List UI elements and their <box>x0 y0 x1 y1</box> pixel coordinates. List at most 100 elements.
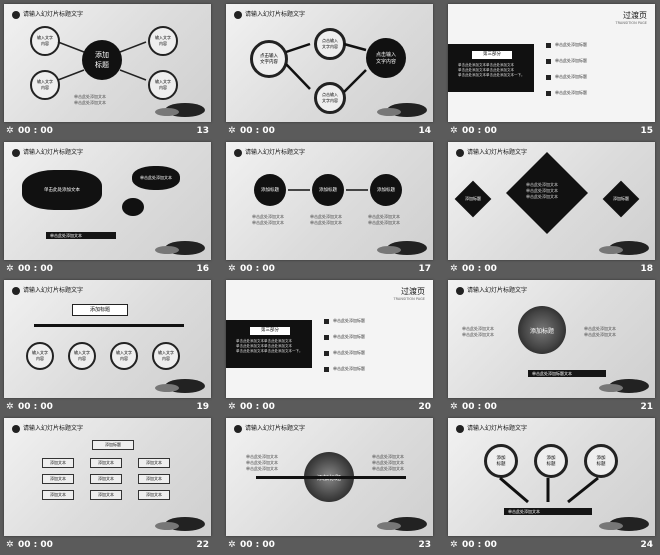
slide-thumb-23[interactable]: 请输入幻灯片标题文字 添加标题 单击此处添加文本 单击此处添加文本 单击此处添加… <box>226 418 433 555</box>
list-item: 单击此处添加标题 <box>324 350 365 356</box>
slide-number: 13 <box>196 126 209 136</box>
thumb-bar: ✲ 00 : 00 14 <box>226 122 433 141</box>
star-icon: ✲ <box>6 126 14 136</box>
slide-thumb-16[interactable]: 请输入幻灯片标题文字 单击此处添加文本 单击此处添加文本 单击此处添加文本 ✲0… <box>4 142 211 279</box>
slide-title: 请输入幻灯片标题文字 <box>234 423 305 433</box>
slide-canvas: 请输入幻灯片标题文字 添加 标题 添加 标题 添加 标题 单击此处添加文本 <box>448 418 655 536</box>
brush-line <box>256 476 406 479</box>
slide-thumb-18[interactable]: 请输入幻灯片标题文字 添加标题 添加标题 单击此处添加文本 单击此处添加文本 单… <box>448 142 655 279</box>
list-item: 单击此处添加标题 <box>324 334 365 340</box>
slide-thumb-21[interactable]: 请输入幻灯片标题文字 添加标题 单击此处添加文本 单击此处添加文本 单击此处添加… <box>448 280 655 417</box>
ink-bubble: 添加标题 <box>370 174 402 206</box>
diamond-label: 添加标题 <box>613 196 629 201</box>
time-label: 00 : 00 <box>462 264 497 274</box>
transition-subtitle: TRANSITION PAGE <box>393 297 426 301</box>
time-label: 00 : 00 <box>240 540 275 550</box>
right-ink-circle: 点击输入 文字内容 <box>366 38 406 78</box>
star-icon: ✲ <box>450 540 458 550</box>
slide-title: 请输入幻灯片标题文字 <box>12 9 83 19</box>
star-icon: ✲ <box>228 126 236 136</box>
slide-canvas: 请输入幻灯片标题文字 添加标题 添加标题 单击此处添加文本 单击此处添加文本 单… <box>448 142 655 260</box>
bubble: 输入文字 内容 <box>148 26 178 56</box>
scroll-item: 添加文本 <box>42 458 74 468</box>
slide-number: 18 <box>640 264 653 274</box>
scroll-item: 添加文本 <box>90 458 122 468</box>
slide-thumb-14[interactable]: 请输入幻灯片标题文字 点击输入 文字内容 点击输入 文字内容 点击输入 文字内容… <box>226 4 433 141</box>
bubble: 点击输入 文字内容 <box>314 82 346 114</box>
bubble-left: 点击输入 文字内容 <box>250 40 288 78</box>
section-label: 第三部分 <box>250 327 290 335</box>
footer-strip: 单击此处添加文本 <box>504 508 592 515</box>
connector-arrows <box>285 42 367 93</box>
bubble: 输入文字 内容 <box>68 342 96 370</box>
slide-number: 17 <box>418 264 431 274</box>
bubble: 输入文字 内容 <box>26 342 54 370</box>
slide-canvas: 过渡页 TRANSITION PAGE 第三部分单击此处添加文本单击此处添加文本… <box>448 4 655 122</box>
time-label: 00 : 00 <box>462 540 497 550</box>
slide-number: 19 <box>196 402 209 412</box>
time-label: 00 : 00 <box>18 126 53 136</box>
time-label: 00 : 00 <box>240 126 275 136</box>
slide-thumb-13[interactable]: 请输入幻灯片标题文字 添加 标题 输入文字 内容 输入文字 内容 输入文字 内容… <box>4 4 211 141</box>
list-item: 单击此处添加标题 <box>546 42 587 48</box>
thumb-bar: ✲ 00 : 00 24 <box>448 536 655 555</box>
star-icon: ✲ <box>450 126 458 136</box>
lotus-ink-icon <box>377 241 427 255</box>
slide-thumb-22[interactable]: 请输入幻灯片标题文字 添加标题 添加文本 添加文本 添加文本 添加文本 添加文本… <box>4 418 211 555</box>
thumb-bar: ✲ 00 : 00 23 <box>226 536 433 555</box>
thumb-bar: ✲ 00 : 00 18 <box>448 260 655 279</box>
star-icon: ✲ <box>228 402 236 412</box>
slide-number: 24 <box>640 540 653 550</box>
time-label: 00 : 00 <box>18 264 53 274</box>
slide-thumb-15[interactable]: 过渡页 TRANSITION PAGE 第三部分单击此处添加文本单击此处添加文本… <box>448 4 655 141</box>
slide-thumb-19[interactable]: 请输入幻灯片标题文字 添加标题 输入文字 内容 输入文字 内容 输入文字 内容 … <box>4 280 211 417</box>
star-icon: ✲ <box>6 402 14 412</box>
connector-arrows <box>57 41 147 81</box>
slide-thumb-24[interactable]: 请输入幻灯片标题文字 添加 标题 添加 标题 添加 标题 单击此处添加文本 ✲ 0… <box>448 418 655 555</box>
lotus-ink-icon <box>155 103 205 117</box>
section-label: 第三部分 <box>472 51 512 59</box>
ink-cloud-1: 单击此处添加文本 <box>22 170 102 210</box>
bubble: 输入文字 内容 <box>30 26 60 56</box>
star-icon: ✲ <box>228 540 236 550</box>
star-icon: ✲ <box>450 402 458 412</box>
lotus-ink-icon <box>599 379 649 393</box>
slide-thumb-17[interactable]: 请输入幻灯片标题文字 添加标题 添加标题 添加标题 单击此处添加文本 单击此处添… <box>226 142 433 279</box>
title-banner: 添加标题 <box>72 304 128 316</box>
slide-canvas: 请输入幻灯片标题文字 添加标题 单击此处添加文本 单击此处添加文本 单击此处添加… <box>226 418 433 536</box>
slide-canvas: 请输入幻灯片标题文字 添加标题 单击此处添加文本 单击此处添加文本 单击此处添加… <box>448 280 655 398</box>
slide-thumb-20[interactable]: 过渡页 TRANSITION PAGE 第三部分单击此处添加文本单击此处添加文本… <box>226 280 433 417</box>
brush-line <box>34 324 184 327</box>
slide-number: 23 <box>418 540 431 550</box>
slide-title: 请输入幻灯片标题文字 <box>12 285 83 295</box>
slide-number: 16 <box>196 264 209 274</box>
list-item: 单击此处添加标题 <box>546 74 587 80</box>
thumb-bar: ✲ 00 : 00 13 <box>4 122 211 141</box>
lotus-ink-icon <box>599 517 649 531</box>
header-scroll: 添加标题 <box>92 440 134 450</box>
bubble: 输入文字 内容 <box>30 70 60 100</box>
lotus-ink-icon <box>155 517 205 531</box>
text-right: 单击此处添加文本 单击此处添加文本 单击此处添加文本 <box>372 454 404 471</box>
ink-cloud-2: 单击此处添加文本 <box>132 166 180 190</box>
footer-strip: 单击此处添加标题文本 <box>528 370 606 377</box>
list-item: 单击此处添加标题 <box>324 318 365 324</box>
bubble: 输入文字 内容 <box>152 342 180 370</box>
transition-title: 过渡页 <box>401 287 425 296</box>
time-label: 00 : 00 <box>18 540 53 550</box>
slide-number: 14 <box>418 126 431 136</box>
ink-bubble: 添加标题 <box>254 174 286 206</box>
slide-title: 请输入幻灯片标题文字 <box>12 423 83 433</box>
slide-number: 21 <box>640 402 653 412</box>
slide-title: 请输入幻灯片标题文字 <box>234 147 305 157</box>
star-icon: ✲ <box>450 264 458 274</box>
transition-title: 过渡页 <box>623 11 647 20</box>
slide-title: 请输入幻灯片标题文字 <box>456 147 527 157</box>
scroll-item: 添加文本 <box>90 474 122 484</box>
time-label: 00 : 00 <box>240 402 275 412</box>
